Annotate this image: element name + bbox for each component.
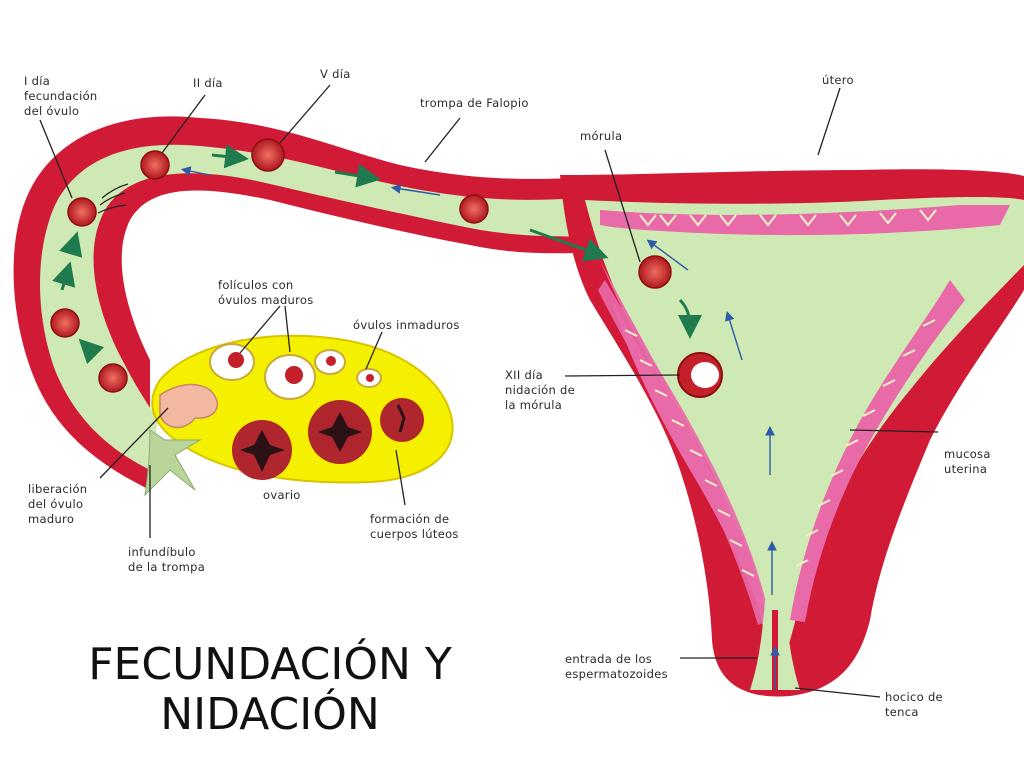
fallopian-tube-lumen xyxy=(40,144,645,470)
mature-follicles xyxy=(209,343,382,400)
infundibulum xyxy=(144,429,202,497)
corpora-lutea xyxy=(232,398,424,480)
ova-in-tube xyxy=(50,138,672,393)
spermatozoa xyxy=(97,183,129,214)
label-morula: mórula xyxy=(580,129,623,143)
sperm-direction-arrows xyxy=(180,166,780,690)
label-utero: útero xyxy=(822,73,854,87)
blastocyst-implanting xyxy=(677,352,723,398)
ovum-transport-arrows xyxy=(52,144,702,365)
label-ovulos-inmaduros: óvulos inmaduros xyxy=(353,318,460,332)
label-ovario: ovario xyxy=(263,488,301,502)
uterine-mucosa-right xyxy=(790,280,965,622)
uterine-glands xyxy=(624,209,937,577)
uterine-mucosa-left-band xyxy=(598,280,770,625)
label-trompa-falopio: trompa de Falopio xyxy=(420,96,529,110)
label-dia-2: II día xyxy=(193,76,223,90)
released-ovum-burst xyxy=(159,383,218,429)
leader-lines xyxy=(39,84,939,698)
label-dia-5: V día xyxy=(320,67,351,81)
